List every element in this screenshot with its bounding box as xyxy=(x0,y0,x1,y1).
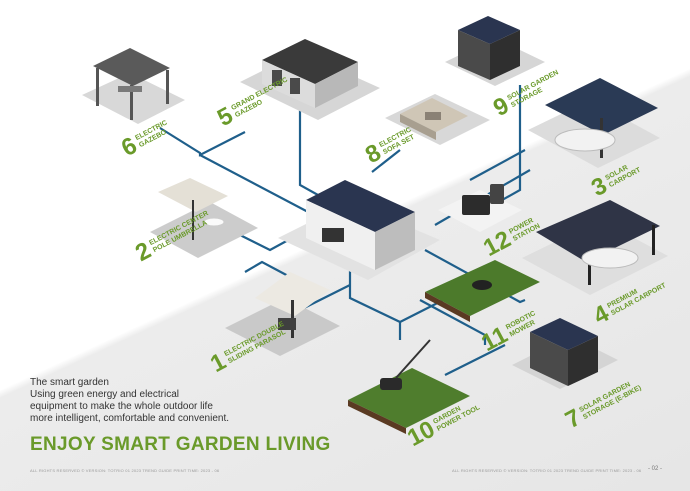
intro-line: equipment to make the whole outdoor life xyxy=(30,401,213,412)
footer-copyright-right: ALL RIGHTS RESERVED © VERSION: TOTRIO 01… xyxy=(452,468,642,473)
sliding-parasol-illustration xyxy=(225,272,340,356)
smart-house-illustration xyxy=(278,180,440,280)
power-station-illustration xyxy=(438,184,522,232)
electric-gazebo-illustration xyxy=(82,48,185,124)
premium-carport-illustration xyxy=(522,200,668,295)
page-headline: ENJOY SMART GARDEN LIVING xyxy=(30,434,331,455)
footer-copyright-left: ALL RIGHTS RESERVED © VERSION: TOTRIO 01… xyxy=(30,468,220,473)
sofa-set-illustration xyxy=(385,94,490,145)
intro-line: The smart garden xyxy=(30,377,109,388)
intro-line: more intelligent, comfortable and conven… xyxy=(30,413,230,424)
solar-storage-illustration xyxy=(445,16,545,86)
solar-carport-illustration xyxy=(528,78,660,168)
robotic-mower-illustration xyxy=(425,260,540,322)
lawn-mower-illustration xyxy=(348,339,470,434)
center-pole-umbrella-illustration xyxy=(150,178,258,258)
page-number: - 02 - xyxy=(648,466,663,472)
grand-gazebo-illustration xyxy=(240,39,380,120)
ebike-storage-illustration xyxy=(512,318,618,389)
intro-text: The smart garden Using green energy and … xyxy=(30,377,300,425)
intro-line: Using green energy and electrical xyxy=(30,389,179,400)
